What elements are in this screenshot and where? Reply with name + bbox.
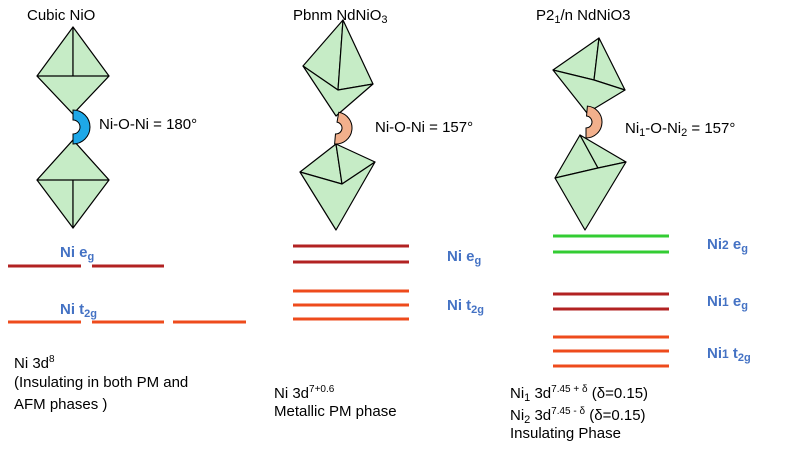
cubic-top-face-bottom (36, 75, 110, 115)
p21n-cfg2-a: Ni (510, 407, 525, 424)
pbnm-config: Ni 3d7+0.6 (274, 381, 334, 403)
cubic-note-line1-text: (Insulating in both PM and (14, 374, 189, 391)
pbnm-config-text: Ni 3d (274, 385, 310, 402)
cubic-octahedron-bottom (36, 139, 110, 229)
p21n-note-line1: Insulating Phase (510, 425, 621, 443)
cubic-eg-label: Ni eg (60, 244, 94, 266)
p21n-ni1-t2g-label: Ni1 t2g (707, 345, 751, 367)
p21n-ni1-eg-sub: g (741, 300, 748, 312)
cubic-energy-levels (8, 264, 246, 324)
cubic-t2g-text: Ni t (60, 301, 85, 318)
pbnm-t2g-label: Ni t2g (447, 297, 484, 319)
p21n-energy-levels (553, 234, 669, 368)
p21n-ni1-eg-text: Ni (707, 293, 722, 310)
pbnm-octahedron-bottom (299, 143, 376, 231)
p21n-ni2-eg-sub: g (741, 243, 748, 255)
cubic-t2g-sub: 2g (84, 308, 98, 320)
cubic-angle-text: Ni-O-Ni = 180° (99, 116, 198, 133)
cubic-config-sup: 8 (49, 354, 55, 365)
p21n-cfg1-b: 3d (530, 385, 552, 402)
p21n-cfg2-c: (δ=0.15) (585, 407, 646, 424)
p21n-note-line1-text: Insulating Phase (510, 425, 621, 442)
cubic-config: Ni 3d8 (14, 351, 55, 373)
cubic-title-text: Cubic NiO (27, 7, 96, 24)
cubic-eg-sub: g (87, 251, 95, 263)
cubic-config-text: Ni 3d (14, 355, 50, 372)
pbnm-angle-label: Ni-O-Ni = 157° (375, 119, 473, 137)
pbnm-bottom-face-3 (299, 161, 376, 231)
pbnm-octahedron-top (302, 19, 374, 117)
p21n-ni1-t2g-sub: 2g (737, 352, 751, 364)
pbnm-angle-text: Ni-O-Ni = 157° (375, 119, 474, 136)
p21n-ni1-t2g-e: t (728, 345, 738, 362)
p21n-top-face-3 (552, 69, 626, 114)
p21n-cfg1-sup: 7.45 + δ (551, 384, 588, 395)
pbnm-eg-text: Ni e (447, 248, 475, 265)
pbnm-eg-label: Ni eg (447, 248, 481, 270)
p21n-cfg1-c: (δ=0.15) (587, 385, 649, 402)
pbnm-top-face-2 (337, 19, 374, 91)
p21n-ni2-eg-text: Ni (707, 236, 722, 253)
p21n-angle-b: -O-Ni (645, 120, 682, 137)
pbnm-title-sub: 3 (381, 14, 388, 26)
p21n-octahedron-top (552, 37, 626, 114)
p21n-ni1-eg-label: Ni1 eg (707, 293, 748, 315)
cubic-t2g-label: Ni t2g (60, 301, 97, 323)
p21n-angle-arc-icon (585, 105, 603, 139)
p21n-cfg2-sub: 2 (524, 414, 531, 426)
pbnm-top-face-3 (302, 65, 374, 117)
p21n-config-ni2: Ni2 3d7.45 - δ (δ=0.15) (510, 403, 646, 429)
p21n-title-post: /n NdNiO3 (560, 7, 631, 24)
pbnm-note-line1: Metallic PM phase (274, 403, 397, 421)
p21n-octahedron-bottom (554, 134, 627, 231)
p21n-cfg2-sup: 7.45 - δ (551, 406, 586, 417)
pbnm-energy-levels (293, 244, 409, 321)
pbnm-eg-sub: g (474, 255, 482, 267)
pbnm-config-sup: 7+0.6 (309, 384, 335, 395)
p21n-title-sub: 1 (554, 14, 561, 26)
p21n-config-ni1: Ni1 3d7.45 + δ (δ=0.15) (510, 381, 648, 407)
pbnm-angle-arc-icon (334, 111, 353, 145)
p21n-ni2-eg-label: Ni2 eg (707, 236, 748, 258)
cubic-note-line2: AFM phases ) (14, 396, 107, 414)
cubic-angle-arc-icon (72, 109, 91, 145)
cubic-bottom-face-top (36, 139, 110, 181)
p21n-bottom-face-3 (554, 161, 627, 231)
cubic-angle-label: Ni-O-Ni = 180° (99, 116, 197, 134)
p21n-ni1-eg-mid: 1 (722, 295, 729, 309)
cubic-eg-text: Ni e (60, 244, 88, 261)
p21n-title: P21/n NdNiO3 (536, 7, 631, 29)
p21n-angle-sub1: 1 (639, 127, 646, 139)
cubic-note-line2-text: AFM phases ) (14, 396, 108, 413)
p21n-angle-a: Ni (625, 120, 640, 137)
p21n-cfg1-sub: 1 (524, 392, 531, 404)
p21n-ni1-t2g-mid: 1 (722, 347, 729, 361)
cubic-title: Cubic NiO (27, 7, 95, 25)
cubic-note-line1: (Insulating in both PM and (14, 374, 188, 392)
p21n-ni1-eg-e: e (728, 293, 742, 310)
p21n-angle-label: Ni1-O-Ni2 = 157° (625, 120, 735, 142)
pbnm-title: Pbnm NdNiO3 (293, 7, 387, 29)
p21n-ni2-eg-mid: 2 (722, 238, 729, 252)
p21n-angle-sub2: 2 (681, 127, 688, 139)
pbnm-title-text: Pbnm NdNiO (293, 7, 382, 24)
pbnm-note-line1-text: Metallic PM phase (274, 403, 397, 420)
p21n-cfg2-b: 3d (530, 407, 552, 424)
p21n-ni1-t2g-text: Ni (707, 345, 722, 362)
p21n-title-pre: P2 (536, 7, 555, 24)
p21n-cfg1-a: Ni (510, 385, 525, 402)
pbnm-t2g-sub: 2g (471, 304, 485, 316)
p21n-angle-c: = 157° (687, 120, 736, 137)
p21n-ni2-eg-e: e (728, 236, 742, 253)
cubic-octahedron-top (36, 26, 110, 115)
pbnm-t2g-text: Ni t (447, 297, 472, 314)
